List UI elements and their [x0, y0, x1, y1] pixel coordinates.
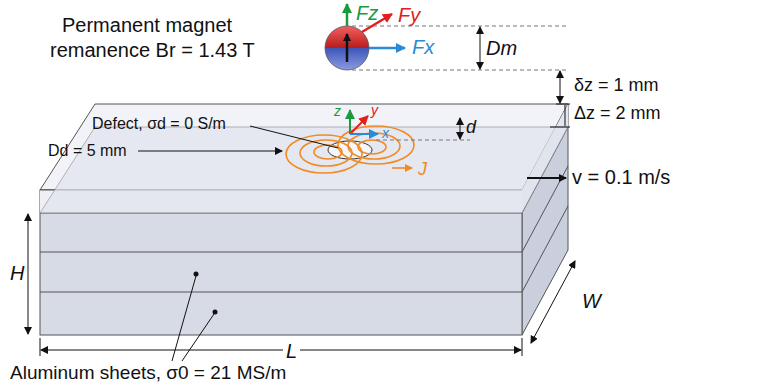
magnet-remanence: remanence Br = 1.43 T: [50, 39, 255, 61]
defect-label: Defect, σd = 0 S/m: [92, 115, 226, 133]
dimension-label: d: [466, 118, 476, 138]
dimension-label: W: [582, 290, 601, 312]
velocity-label: v = 0.1 m/s: [572, 166, 670, 188]
force-label: Fx: [412, 36, 434, 58]
dimension-label: Dm: [486, 37, 517, 59]
axis-label: y: [371, 103, 378, 118]
axis-label: x: [382, 126, 389, 141]
dimension-label: Dd = 5 mm: [48, 142, 127, 160]
dimension-label: H: [10, 262, 24, 284]
magnet-name: Permanent magnet: [62, 14, 232, 36]
dimension-label: Δz = 2 mm: [574, 104, 661, 124]
axis-label: z: [334, 104, 341, 119]
force-label: Fy: [398, 4, 420, 26]
dimension-label: δz = 1 mm: [574, 76, 659, 96]
force-label: Fz: [356, 2, 378, 24]
material-label: Aluminum sheets, σ0 = 21 MS/m: [10, 363, 286, 384]
dimension-label: L: [283, 340, 300, 362]
current-label: J: [418, 160, 427, 180]
